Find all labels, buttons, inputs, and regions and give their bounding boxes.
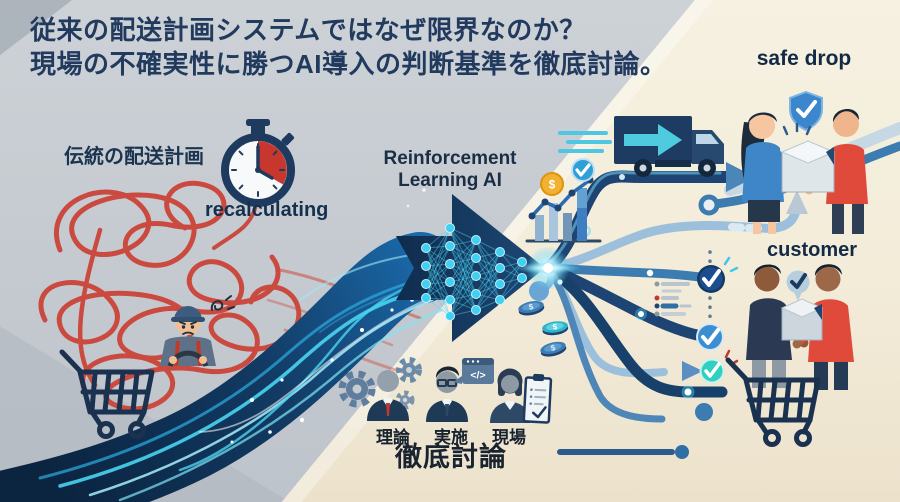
main-heading: 従来の配送計画システムではなぜ限界なのか？ 現場の不確実性に勝つAI導入の判断基… <box>30 14 667 82</box>
growth-chart-icon <box>525 176 602 243</box>
customer-illustration <box>746 264 854 390</box>
heading-line-2: 現場の不確実性に勝つAI導入の判断基準を徹底討論。 <box>30 48 667 79</box>
traditional-plan-label: 伝統の配送計画 <box>64 146 204 168</box>
role-label-field: 現場 <box>492 428 526 447</box>
safe-drop-illustration <box>741 90 868 234</box>
figure-implementation: </> <box>426 358 494 422</box>
check-circle-icon-teal <box>699 349 739 384</box>
reinforcement-learning-label: Reinforcement Learning AI <box>372 148 528 192</box>
truck-icon <box>558 116 724 177</box>
role-label-theory: 理論 <box>376 428 410 447</box>
shopping-cart-icon-right <box>725 357 821 447</box>
neural-network-icon <box>421 223 527 321</box>
role-label-implementation: 実施 <box>434 428 468 447</box>
recalculating-label: recalculating <box>205 199 329 221</box>
rl-label-line-1: Reinforcement <box>383 148 517 169</box>
discussion-group: </> <box>338 357 553 424</box>
package-box-icon-2 <box>780 298 824 341</box>
delivery-driver-icon <box>160 295 235 367</box>
code-window-icon: </> <box>453 358 494 384</box>
coin-dollar-glyph: $ <box>549 178 556 192</box>
coin-dollar-glyph: $ <box>552 322 558 332</box>
customer-label: customer <box>766 239 858 261</box>
coin-dollar-glyph: $ <box>528 302 535 312</box>
stopwatch-icon <box>221 119 295 207</box>
check-circle-icon-top <box>571 158 595 182</box>
gear-icon-tiny <box>395 390 415 410</box>
check-circle-icon-2 <box>696 323 724 351</box>
ai-arrow <box>396 194 582 342</box>
sparkle-lines <box>782 122 812 136</box>
stream-sparkles <box>230 188 426 444</box>
code-glyph: </> <box>470 370 485 382</box>
bottom-branch-dot <box>675 445 689 459</box>
package-box-icon <box>780 140 836 193</box>
coin-dollar-glyph: $ <box>550 343 557 353</box>
gear-icon-small <box>396 357 422 383</box>
safe-drop-label: safe drop <box>756 47 852 70</box>
figure-field <box>490 368 553 424</box>
shield-check-icon <box>789 90 823 132</box>
coin-icon: $ <box>540 172 564 196</box>
figure-theory <box>367 370 409 421</box>
shopping-cart-icon-left <box>59 349 155 439</box>
speech-bubble-check-icon <box>786 270 810 301</box>
rl-label-line-2: Learning AI <box>398 169 502 191</box>
coin-stack-icon: $ $ $ <box>518 300 569 357</box>
check-circle-icon-1 <box>697 256 739 293</box>
heading-line-1: 従来の配送計画システムではなぜ限界なのか？ <box>30 15 586 45</box>
confusion-doodle <box>210 295 235 311</box>
checklist-icon <box>654 281 692 317</box>
discussion-title: 徹底討論 <box>395 442 507 472</box>
gear-icon-large <box>338 370 376 408</box>
clipboard-icon <box>522 373 553 424</box>
